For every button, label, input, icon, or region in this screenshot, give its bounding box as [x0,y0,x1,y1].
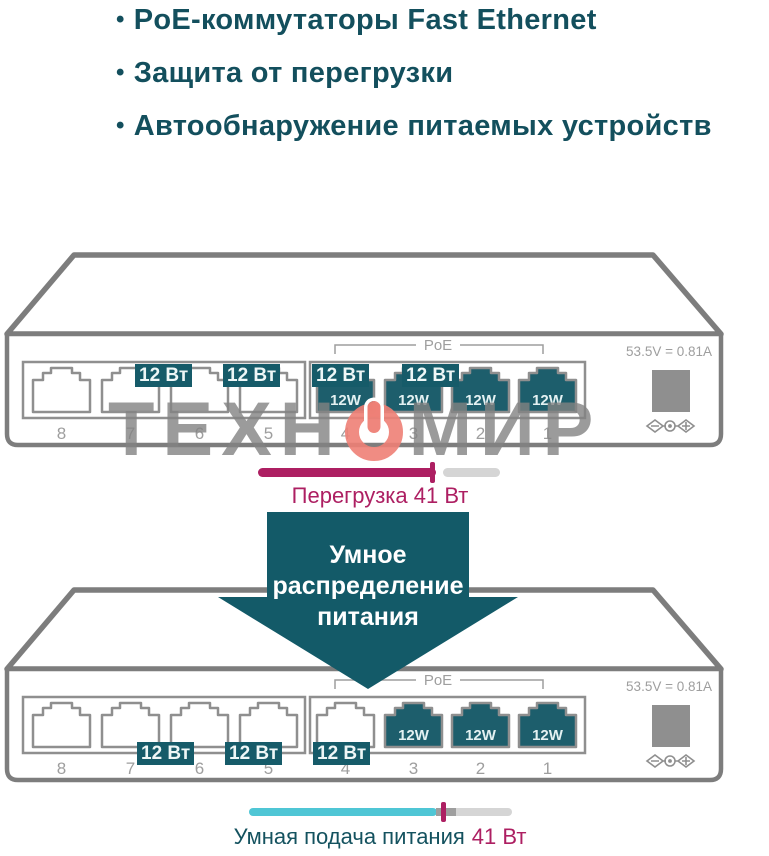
bullet-icon: • [116,59,125,86]
smart-bar-reserve [436,808,457,816]
spec-label: 53.5V = 0.81A [626,679,712,694]
port-3 [383,701,444,749]
port-number: 7 [126,759,135,778]
port-2 [450,366,511,414]
bullet-icon: • [116,6,125,33]
feature-text: PoE-коммутаторы Fast Ethernet [133,4,597,36]
switch-top-face [4,252,724,337]
power-icon [344,403,403,461]
port-watt-label: 12W [398,392,430,409]
arrow-text: Умное распределение питания [218,512,518,633]
port-number: 2 [476,424,485,443]
power-badge: 12 Вт [402,364,460,387]
feature-list: • PoE-коммутаторы Fast Ethernet • Защита… [116,4,769,163]
port-watt-label: 12W [398,727,430,744]
port-number: 7 [126,424,135,443]
port-number: 8 [57,424,66,443]
port-watt-label: 12W [532,727,564,744]
smart-power-bar [249,802,512,822]
feature-text: Автообнаружение питаемых устройств [133,110,712,142]
dc-polarity-icon [664,755,676,767]
dc-polarity-icon [664,420,676,432]
port-watt-label: 12W [465,392,497,409]
arrow-line: питания [317,603,419,631]
dc-polarity-icon [668,424,672,428]
port-number: 5 [264,424,273,443]
port-watt-label: 12W [330,392,362,409]
poe-bracket [334,679,544,689]
port-number: 3 [409,759,418,778]
poe-label: PoE [424,337,452,354]
port-8 [31,366,92,414]
smart-bar-track [456,808,512,816]
port-group-poe [308,360,587,420]
port-group-left [21,360,307,420]
arrow-line: Умное [329,541,407,569]
port-7 [100,701,161,749]
overload-label: Перегрузка 41 Вт [291,483,469,508]
power-badge: 12 Вт [135,364,193,387]
watermark-text-right: МИР [408,387,602,472]
power-badge: 12 Вт [137,742,195,765]
smart-label-text: Умная подача питания [233,824,465,849]
port-number: 5 [264,759,273,778]
port-1 [517,701,578,749]
watermark-text-left: ТЕХН [108,387,343,472]
power-badge: 12 Вт [313,742,371,765]
port-watt-label: 12W [532,392,564,409]
port-8 [31,701,92,749]
port-watt-label: 12W [465,727,497,744]
port-number: 4 [341,759,350,778]
port-5 [238,701,299,749]
port-number: 6 [195,759,204,778]
power-badge: 12 Вт [223,364,281,387]
overload-bar-limit-marker [430,462,435,483]
port-6 [169,701,230,749]
overload-bar-track [443,468,500,477]
port-group-poe [308,695,587,755]
port-2 [450,701,511,749]
feature-item: • PoE-коммутаторы Fast Ethernet [116,4,769,36]
port-number: 3 [409,424,418,443]
arrow-line: распределение [272,572,464,600]
port-1 [517,366,578,414]
feature-item: • Автообнаружение питаемых устройств [116,110,769,142]
port-number: 2 [476,759,485,778]
feature-item: • Защита от перегрузки [116,57,769,89]
dc-polarity-icon [668,759,672,763]
power-badge: 12 Вт [312,364,370,387]
smart-label-value: 41 Вт [471,824,527,849]
power-connector [652,370,690,412]
poe-bracket [334,344,544,354]
bullet-icon: • [116,112,125,139]
feature-text: Защита от перегрузки [133,57,454,89]
port-number: 1 [543,759,552,778]
port-number: 8 [57,759,66,778]
power-connector [652,705,690,747]
overload-bar-fill [258,468,436,477]
port-number: 6 [195,424,204,443]
smart-bar-fill [249,808,437,816]
overload-power-bar [258,462,500,483]
port-4 [315,701,376,749]
port-number: 1 [543,424,552,443]
spec-label: 53.5V = 0.81A [626,344,712,359]
power-badge: 12 Вт [225,742,283,765]
smart-bar-limit-marker [441,802,446,822]
poe-label: PoE [424,672,452,689]
